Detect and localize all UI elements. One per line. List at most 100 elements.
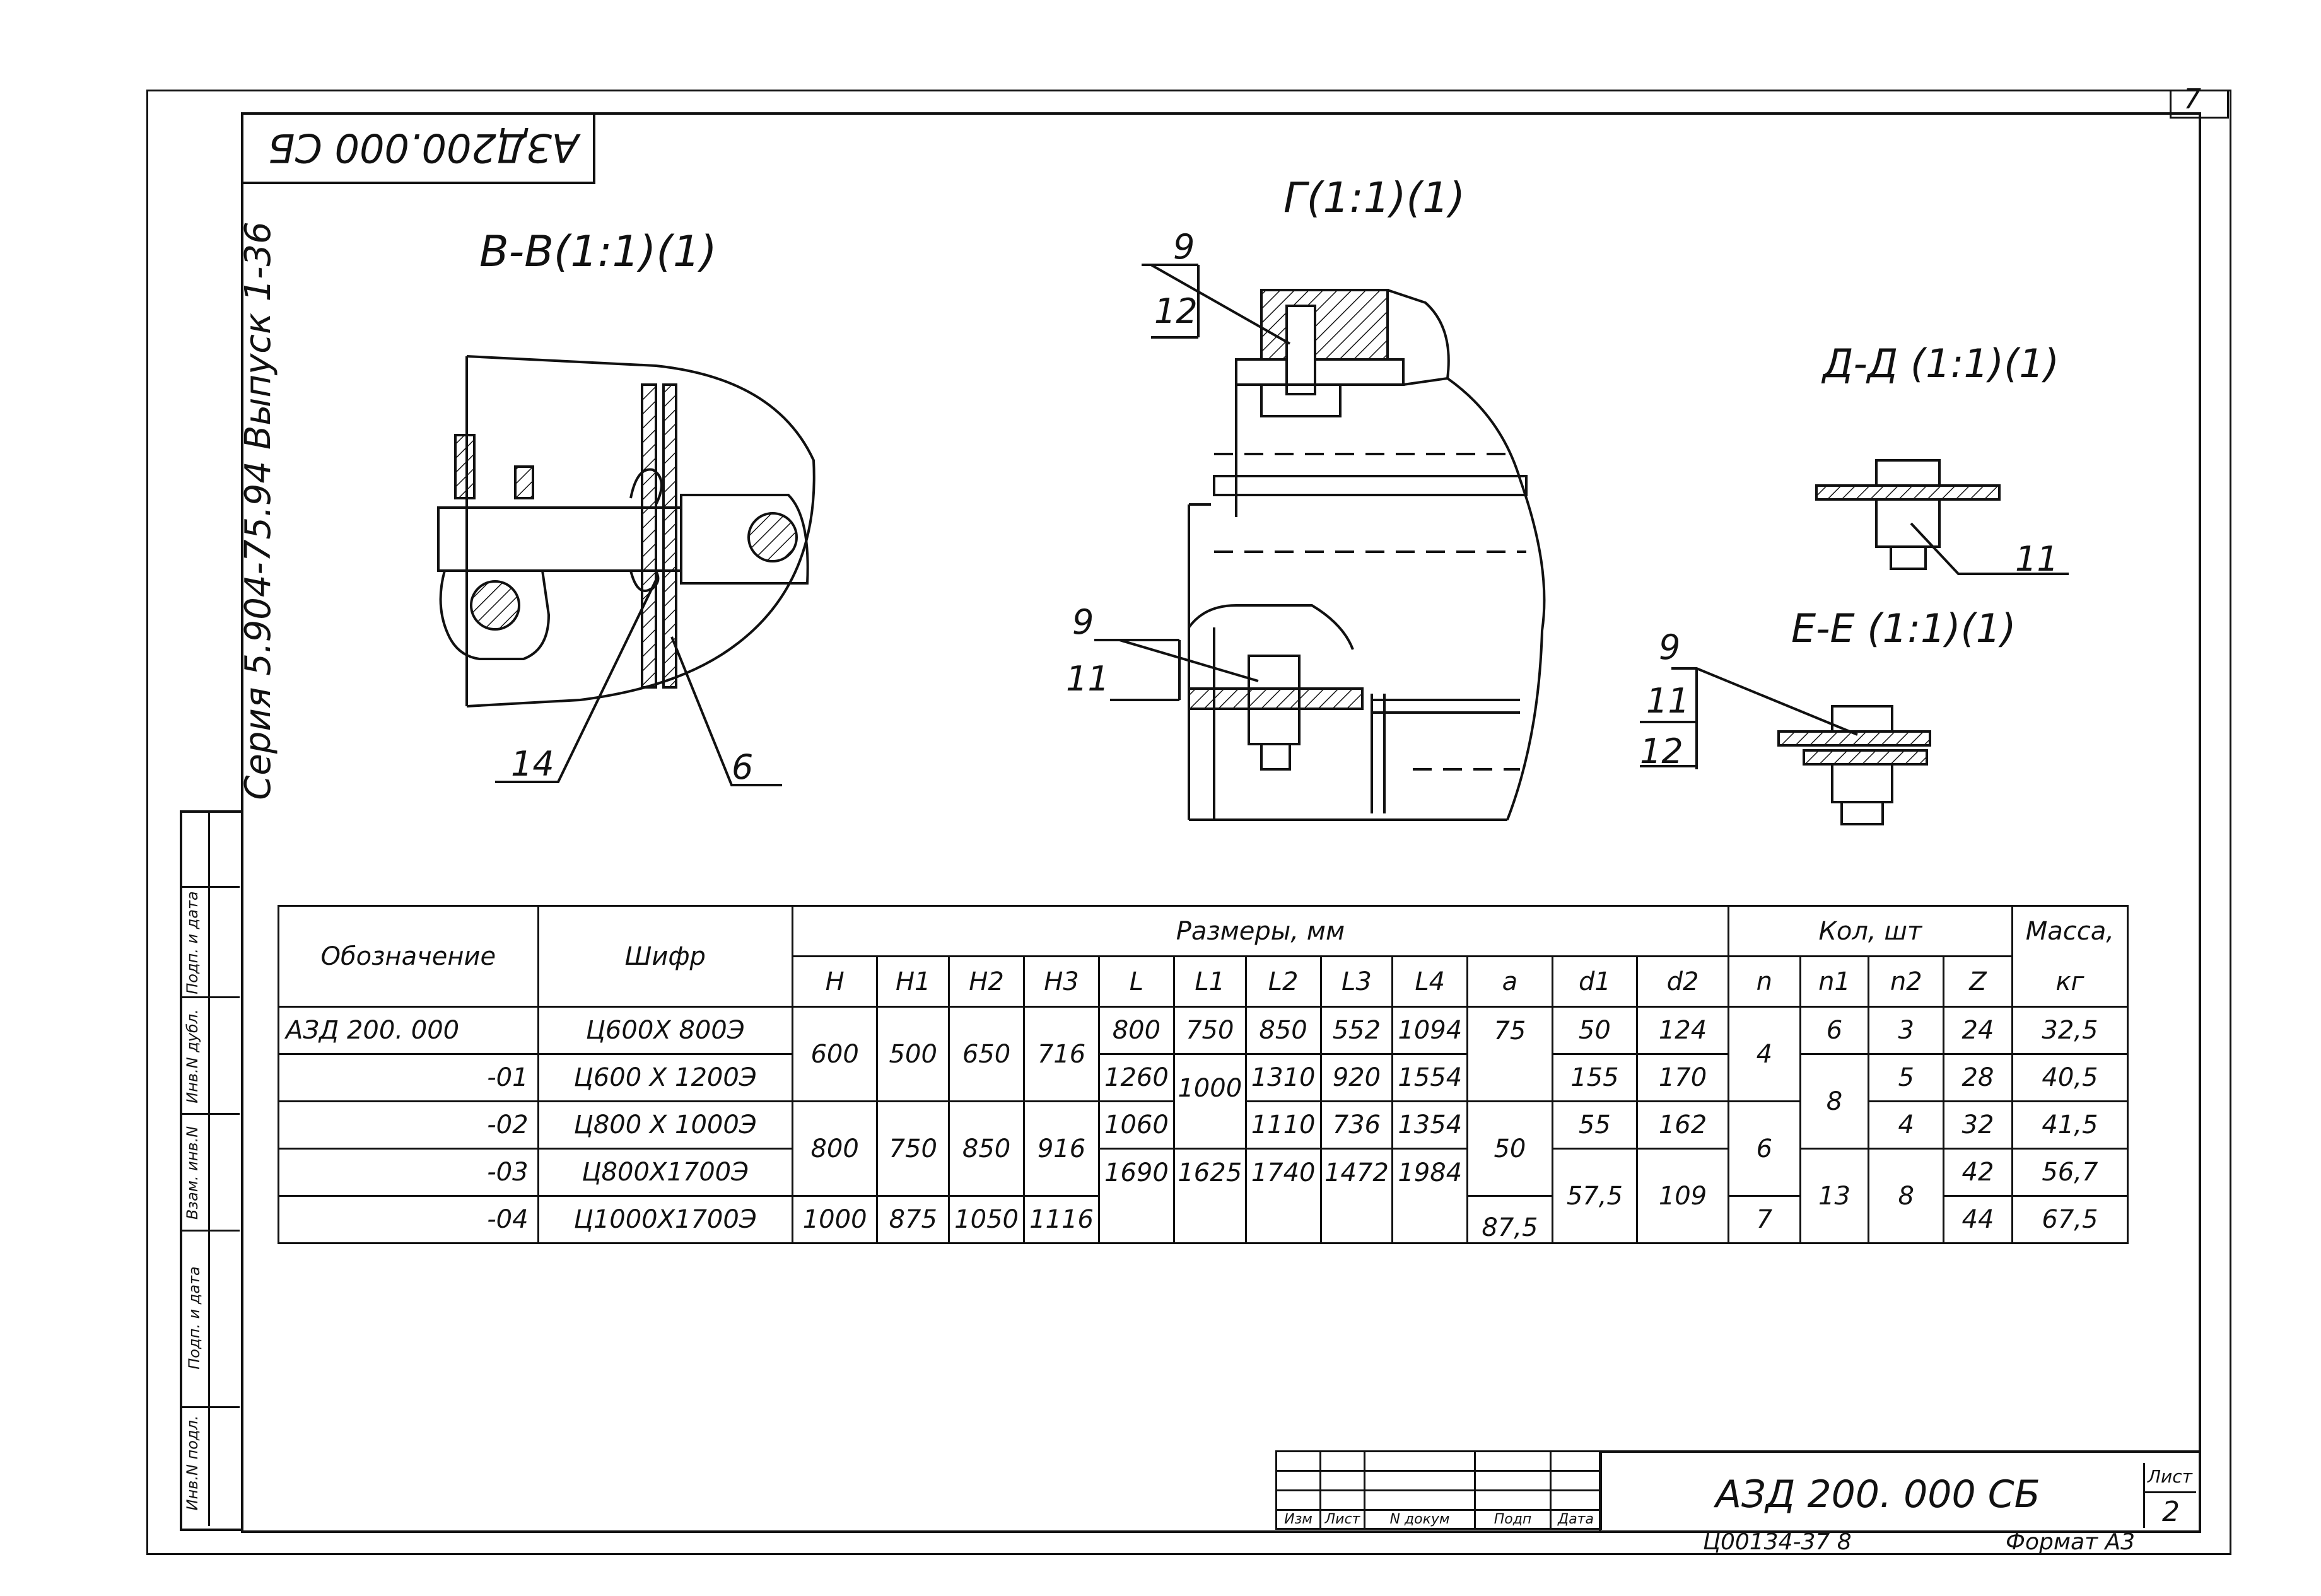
side-stamp-label-4: Инв.N дубл. — [184, 1009, 201, 1104]
cell-L3: 1472 — [1319, 1148, 1394, 1244]
cell-n1: 13 — [1799, 1148, 1870, 1244]
cell-d2: 170 — [1636, 1053, 1729, 1102]
side-stamp-line-2 — [180, 996, 240, 998]
doc-code-rotated-box — [243, 115, 595, 184]
side-stamp-line-3 — [180, 1113, 240, 1115]
callout-ee-11: 11 — [1646, 681, 1690, 721]
cell-H: 1000 — [791, 1195, 879, 1244]
cell-d2: 124 — [1636, 1006, 1729, 1055]
cell-Z: 28 — [1943, 1053, 2013, 1102]
cell-L3: 736 — [1319, 1100, 1394, 1150]
table-header-row-1: Обозначение Шифр Размеры, мм Кол, шт Мас… — [278, 905, 2129, 1008]
cell-mass: 40,5 — [2011, 1053, 2129, 1102]
col-header: L1 — [1172, 955, 1247, 1008]
stamp-col-list: Лист — [1319, 1509, 1365, 1530]
col-header: L4 — [1391, 955, 1469, 1008]
cell-code: Ц1000Х1700Э — [537, 1195, 793, 1244]
header-mass-unit: кг — [2011, 956, 2129, 1008]
title-block-main — [1599, 1450, 2199, 1530]
side-stamp-line-4 — [180, 1230, 240, 1232]
sheet-number: 2 — [2162, 1496, 2180, 1528]
cell-mass: 56,7 — [2011, 1148, 2129, 1197]
callout-g-bot-9: 9 — [1072, 602, 1094, 642]
cell-L2: 1310 — [1244, 1053, 1322, 1102]
side-stamp-divider — [208, 810, 210, 1526]
header-mass: Масса, — [2011, 905, 2129, 957]
side-stamp — [180, 810, 242, 1531]
cell-H3: 916 — [1023, 1100, 1100, 1197]
sheet-label: Лист — [2148, 1466, 2192, 1487]
cell-H2: 1050 — [948, 1195, 1026, 1244]
col-header: H — [791, 955, 879, 1008]
corner-box — [2170, 90, 2229, 119]
stamp-col-ndokum: N докум — [1364, 1509, 1476, 1530]
view-g-drawing — [1094, 264, 1546, 821]
col-header: n2 — [1868, 955, 1945, 1008]
cell-H: 800 — [791, 1100, 879, 1197]
cell-H1: 750 — [876, 1100, 950, 1197]
cell-mass: 32,5 — [2011, 1006, 2129, 1055]
cell-L: 1260 — [1097, 1053, 1175, 1102]
cell-code: Ц800 Х 1000Э — [537, 1100, 793, 1150]
col-header: Z — [1943, 955, 2013, 1008]
cell-a: 87,5 — [1466, 1195, 1553, 1244]
cell-d2: 109 — [1636, 1148, 1729, 1244]
view-title-e-e: Е-Е (1:1)(1) — [1791, 605, 2016, 651]
callout-bb-6: 6 — [732, 747, 754, 787]
cell-n: 7 — [1727, 1195, 1801, 1244]
revision-stamp: Изм Лист N докум Подп Дата — [1275, 1450, 1602, 1530]
cell-L1: 1625 — [1172, 1148, 1247, 1244]
cell-L4: 1554 — [1391, 1053, 1469, 1102]
side-stamp-label-5: Подп. и дата — [184, 891, 201, 994]
side-stamp-label-1: Инв.N подл. — [184, 1415, 201, 1511]
cell-n: 6 — [1727, 1100, 1801, 1197]
callout-g-top-12: 12 — [1154, 291, 1198, 331]
cell-H2: 650 — [948, 1006, 1026, 1102]
cell-d2: 162 — [1636, 1100, 1729, 1150]
cell-Z: 44 — [1943, 1195, 2013, 1244]
cell-L2: 850 — [1244, 1006, 1322, 1055]
callout-bb-14: 14 — [511, 744, 554, 784]
cell-code: Ц800Х1700Э — [537, 1148, 793, 1197]
stamp-header-row: Изм Лист N докум Подп Дата — [1275, 1509, 1602, 1530]
cell-d1: 155 — [1551, 1053, 1639, 1102]
col-header: L — [1097, 955, 1175, 1008]
cell-n1: 6 — [1799, 1006, 1870, 1055]
cell-L4: 1984 — [1391, 1148, 1469, 1244]
corner-number: 7 — [2184, 83, 2201, 115]
cell-Z: 24 — [1943, 1006, 2013, 1055]
cell-d1: 57,5 — [1551, 1148, 1639, 1244]
cell-Z: 32 — [1943, 1100, 2013, 1150]
side-stamp-label-3: Взам. инв.N — [184, 1126, 201, 1220]
cell-designation: -03 — [278, 1148, 539, 1197]
side-stamp-line-1 — [180, 886, 240, 888]
side-stamp-line-5 — [180, 1406, 240, 1408]
cell-L4: 1094 — [1391, 1006, 1469, 1055]
cell-H: 600 — [791, 1006, 879, 1102]
cell-n2: 3 — [1868, 1006, 1945, 1055]
cell-n2: 4 — [1868, 1100, 1945, 1150]
table-row: -02 Ц800 Х 1000Э 800 750 850 916 1060 11… — [278, 1100, 2129, 1197]
cell-code: Ц600Х 800Э — [537, 1006, 793, 1055]
cell-mass: 41,5 — [2011, 1100, 2129, 1150]
stamp-col-data: Дата — [1550, 1509, 1602, 1530]
cell-a: 75 — [1466, 1006, 1553, 1102]
cell-n: 4 — [1727, 1006, 1801, 1102]
cell-n2: 8 — [1868, 1148, 1945, 1244]
col-header: L2 — [1244, 955, 1322, 1008]
header-dimensions: Размеры, мм — [791, 905, 1729, 957]
specification-table: Обозначение Шифр Размеры, мм Кол, шт Мас… — [278, 905, 2129, 1244]
view-title-b-b: В-В(1:1)(1) — [479, 227, 717, 277]
cell-Z: 42 — [1943, 1148, 2013, 1197]
col-header: a — [1466, 955, 1553, 1008]
cell-H2: 850 — [948, 1100, 1026, 1197]
view-d-d-drawing — [1815, 459, 2069, 575]
view-e-e-drawing — [1640, 667, 1931, 825]
outer-frame — [146, 90, 2231, 1555]
table-header-row-2: H H1 H2 H3 L L1 L2 L3 L4 a d1 d2 n n1 n2… — [279, 955, 2129, 1008]
cell-mass: 67,5 — [2011, 1195, 2129, 1244]
drawings — [437, 264, 2069, 825]
col-header: d2 — [1636, 955, 1729, 1008]
cell-L: 800 — [1097, 1006, 1175, 1055]
cell-n1: 8 — [1799, 1053, 1870, 1150]
